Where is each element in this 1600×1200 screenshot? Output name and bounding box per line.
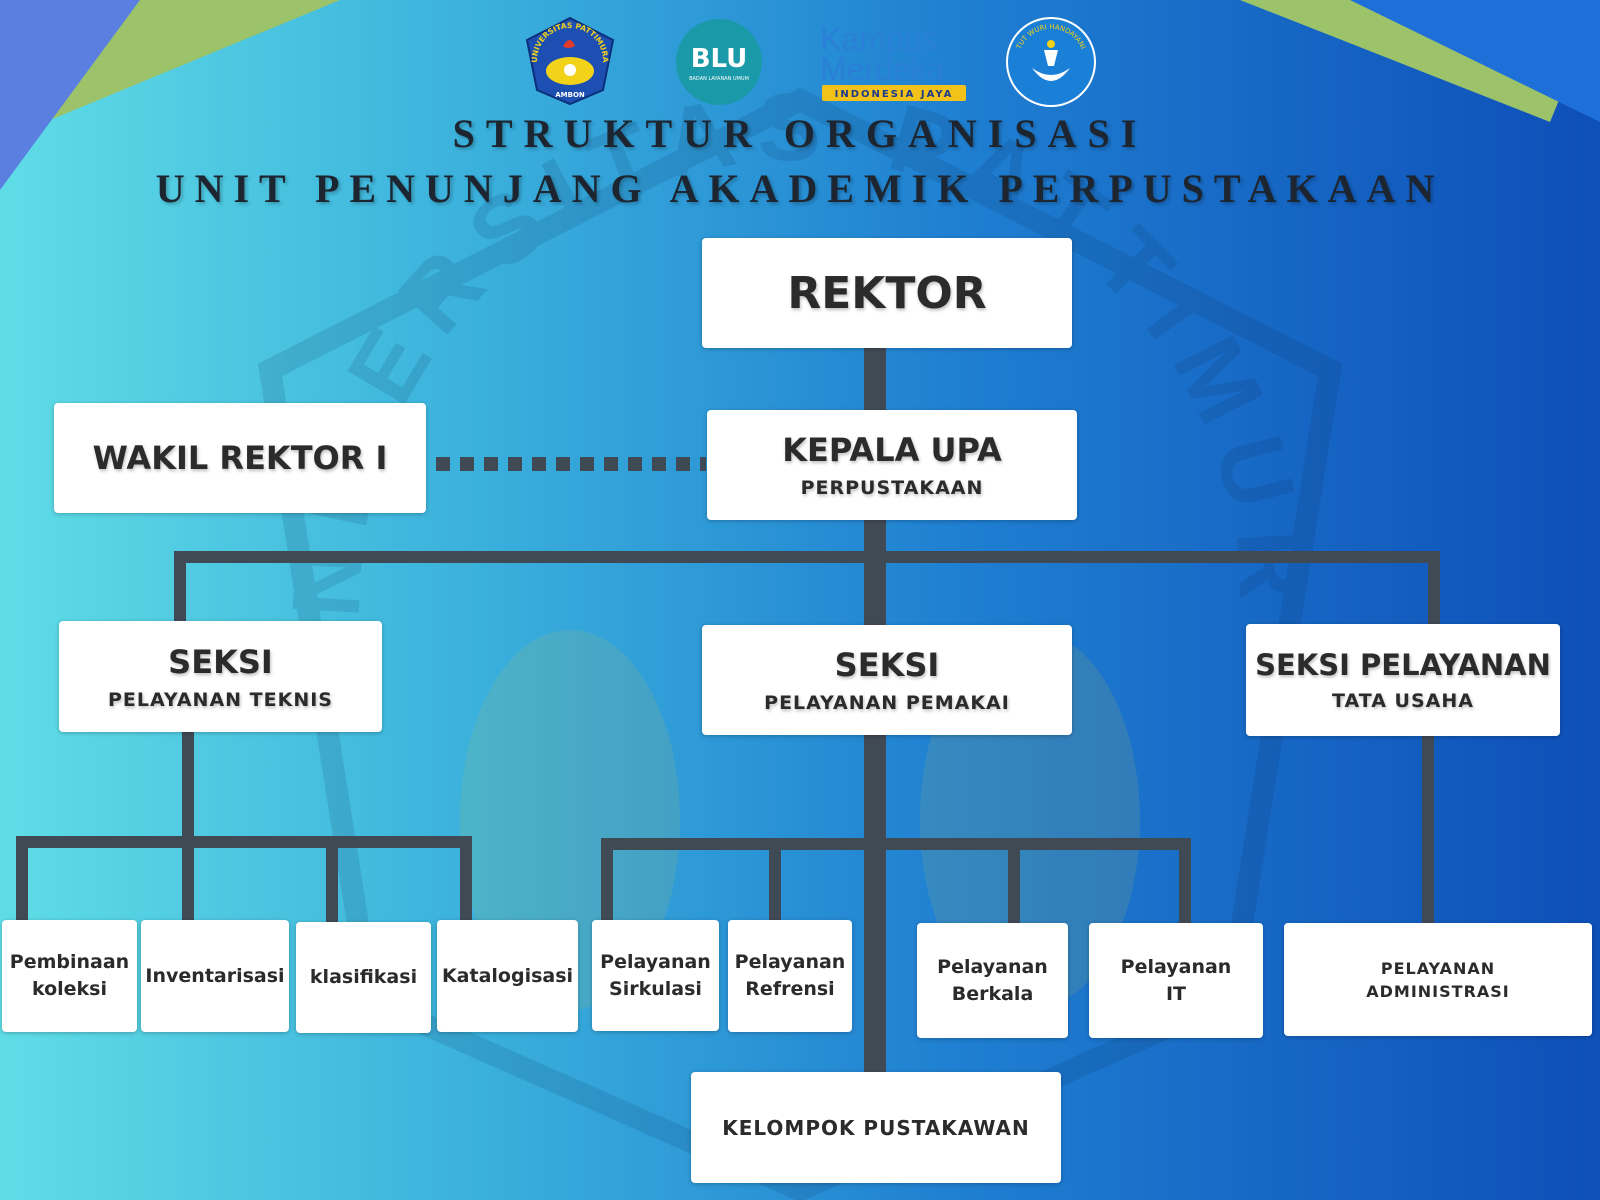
katalogisasi-label: Katalogisasi: [441, 964, 574, 987]
kepala-upa-sublabel: PERPUSTAKAAN: [800, 477, 984, 499]
connector-drop-teknis: [174, 551, 186, 626]
seksi-pemakai-label: SEKSI: [834, 646, 940, 684]
connector-branch-horizontal: [174, 551, 1440, 563]
connector-teknis-down: [182, 732, 194, 924]
refrensi-line-1: Pelayanan: [734, 951, 846, 973]
kepala-upa-label: KEPALA UPA: [782, 431, 1002, 469]
box-seksi-pemakai: SEKSI PELAYANAN PEMAKAI: [702, 625, 1072, 735]
seksi-pemakai-sublabel: PELAYANAN PEMAKAI: [764, 692, 1010, 714]
sirkulasi-line-1: Pelayanan: [600, 950, 711, 973]
connector-drop-pembinaan: [16, 836, 28, 924]
chart-title-line-2: UNIT PENUNJANG AKADEMIK PERPUSTAKAAN: [155, 166, 1445, 211]
connector-kepala-seksi-pemakai: [864, 515, 886, 625]
box-pelayanan-administrasi: PELAYANAN ADMINISTRASI: [1284, 923, 1592, 1036]
box-pelayanan-refrensi: Pelayanan Refrensi: [728, 920, 852, 1032]
it-line-1: Pelayanan: [1120, 955, 1232, 978]
connector-drop-sirkulasi: [601, 838, 613, 924]
box-kelompok-pustakawan: KELOMPOK PUSTAKAWAN: [691, 1072, 1061, 1183]
svg-text:BLU: BLU: [691, 44, 748, 74]
connector-drop-tu: [1428, 551, 1440, 626]
tut-wuri-handayani-logo: TUT WURI HANDAYANI: [1006, 17, 1096, 107]
svg-text:BADAN LAYANAN UMUM: BADAN LAYANAN UMUM: [689, 76, 749, 82]
svg-text:Kampus: Kampus: [820, 21, 937, 57]
it-line-2: IT: [1165, 982, 1187, 1005]
inventarisasi-label: Inventarisasi: [145, 964, 285, 987]
box-inventarisasi: Inventarisasi: [141, 920, 289, 1032]
connector-pemakai-bar: [601, 838, 1191, 850]
svg-text:Merdeka: Merdeka: [820, 51, 945, 87]
blu-logo: BLU BADAN LAYANAN UMUM: [676, 19, 762, 105]
connector-tu-down: [1422, 734, 1434, 926]
kelompok-label: KELOMPOK PUSTAKAWAN: [722, 1115, 1030, 1140]
seksi-teknis-label: SEKSI: [168, 642, 273, 681]
connector-drop-klasifikasi: [326, 836, 338, 924]
connector-drop-refrensi: [769, 838, 781, 924]
connector-drop-it: [1179, 838, 1191, 924]
connector-wakil-dotted: [436, 457, 706, 471]
sirkulasi-line-2: Sirkulasi: [609, 977, 702, 1000]
seksi-teknis-sublabel: PELAYANAN TEKNIS: [108, 688, 333, 711]
berkala-line-2: Berkala: [951, 982, 1034, 1005]
connector-seksi-pemakai-kelompok: [864, 730, 886, 1075]
box-wakil-rektor: WAKIL REKTOR I: [54, 403, 426, 513]
box-seksi-tata-usaha: SEKSI PELAYANAN TATA USAHA: [1246, 624, 1560, 736]
svg-text:AMBON: AMBON: [555, 91, 585, 99]
connector-teknis-bar: [16, 836, 472, 848]
pattimura-logo: UNIVERSITAS PATTIMURA AMBON: [525, 16, 615, 106]
box-kepala-upa: KEPALA UPA PERPUSTAKAAN: [707, 410, 1077, 520]
berkala-line-1: Pelayanan: [937, 955, 1048, 978]
wakil-rektor-label: WAKIL REKTOR I: [92, 439, 388, 477]
box-klasifikasi: klasifikasi: [296, 922, 431, 1033]
box-pelayanan-berkala: Pelayanan Berkala: [917, 923, 1068, 1038]
connector-drop-berkala: [1008, 838, 1020, 924]
box-rektor: REKTOR: [702, 238, 1072, 348]
klasifikasi-label: klasifikasi: [309, 966, 418, 988]
refrensi-line-2: Refrensi: [745, 978, 835, 1000]
seksi-tu-label: SEKSI PELAYANAN: [1255, 648, 1551, 682]
box-pembinaan-koleksi: Pembinaan koleksi: [2, 920, 137, 1032]
box-seksi-teknis: SEKSI PELAYANAN TEKNIS: [59, 621, 382, 732]
pembinaan-line-1: Pembinaan: [9, 951, 130, 973]
connector-drop-katalogisasi: [460, 836, 472, 924]
box-pelayanan-it: Pelayanan IT: [1089, 923, 1263, 1038]
svg-text:INDONESIA JAYA: INDONESIA JAYA: [835, 89, 954, 100]
box-pelayanan-sirkulasi: Pelayanan Sirkulasi: [592, 920, 719, 1031]
box-katalogisasi: Katalogisasi: [437, 920, 578, 1032]
administrasi-line-2: ADMINISTRASI: [1366, 981, 1510, 1001]
chart-title-line-1: STRUKTUR ORGANISASI: [452, 111, 1148, 156]
pembinaan-line-2: koleksi: [31, 978, 108, 1000]
seksi-tu-sublabel: TATA USAHA: [1332, 690, 1474, 712]
connector-rektor-kepala: [864, 340, 886, 410]
administrasi-line-1: PELAYANAN: [1380, 958, 1496, 978]
kampus-merdeka-logo: Kampus Merdeka INDONESIA JAYA: [820, 21, 966, 101]
rektor-label: REKTOR: [787, 267, 987, 319]
